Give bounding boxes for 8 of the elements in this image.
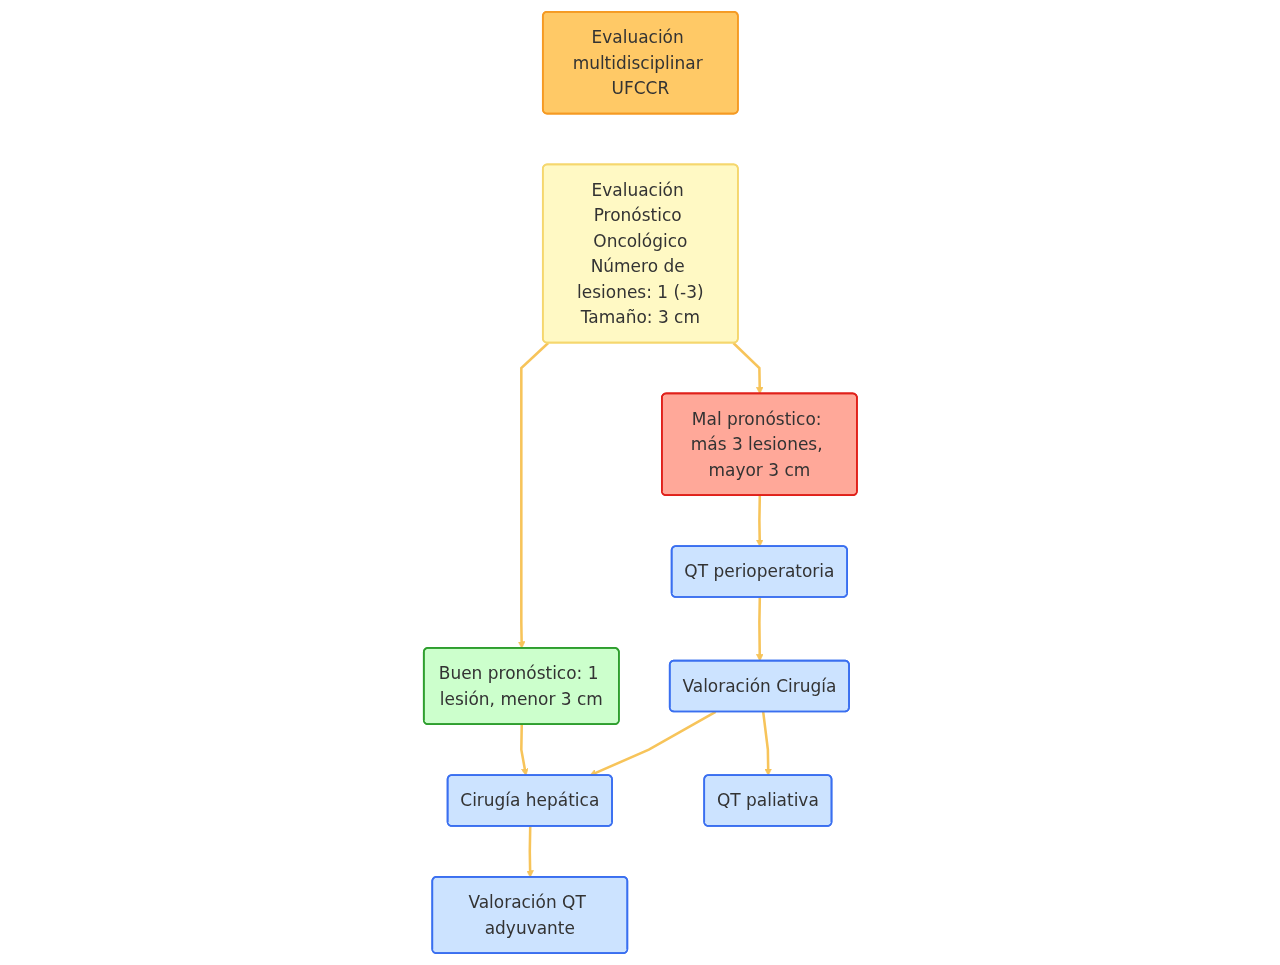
- arrow: [755, 495, 764, 547]
- arrow: [755, 597, 764, 662]
- arrow: [589, 710, 716, 777]
- arrow: [732, 342, 764, 395]
- arrow: [761, 711, 772, 776]
- arrow: [517, 342, 549, 649]
- arrow: [519, 724, 529, 776]
- arrow: [526, 826, 534, 878]
